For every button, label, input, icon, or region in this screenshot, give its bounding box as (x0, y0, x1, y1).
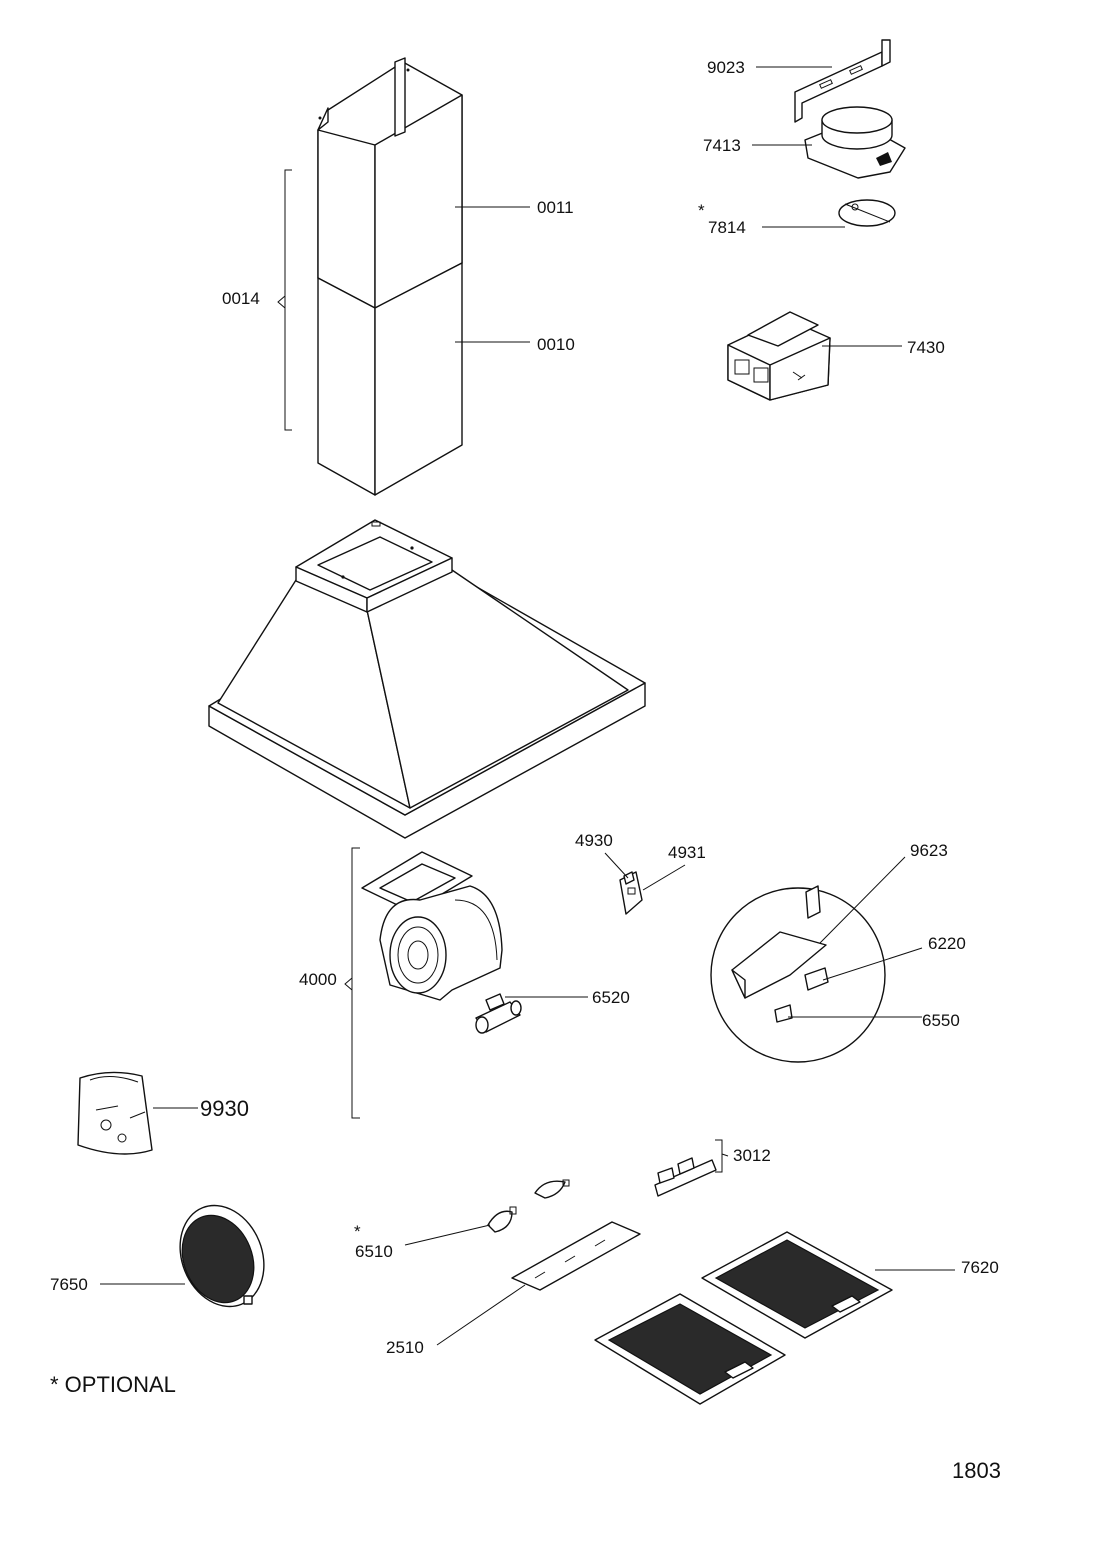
chimney-lower-section (317, 262, 463, 496)
label-7620: 7620 (961, 1258, 999, 1277)
label-7430: 7430 (907, 338, 945, 357)
lamp-bulbs-6510 (487, 1179, 570, 1233)
label-4931: 4931 (668, 843, 706, 862)
outlet-flange-7413 (804, 106, 906, 179)
lamp-holders-3012 (654, 1157, 717, 1197)
label-6510: 6510 (355, 1242, 393, 1261)
bracket-4000 (344, 847, 360, 1119)
grease-filter-second (594, 1293, 786, 1405)
label-4930: 4930 (575, 831, 613, 850)
backdraft-valve-7814 (838, 199, 896, 227)
bracket-3012 (715, 1139, 729, 1173)
electronics-detail-circle (710, 885, 886, 1063)
page-code: 1803 (952, 1458, 1001, 1483)
optional-note: * OPTIONAL (50, 1372, 176, 1397)
label-6520: 6520 (592, 988, 630, 1007)
label-7814: 7814 (708, 218, 746, 237)
label-7413: 7413 (703, 136, 741, 155)
hood-body (208, 519, 646, 839)
optional-marker-7814: * (698, 201, 705, 220)
accessory-bag-9930 (77, 1071, 153, 1155)
chimney-upper-section (317, 57, 463, 309)
label-0010: 0010 (537, 335, 575, 354)
label-0011: 0011 (537, 198, 574, 217)
bracket-0014 (277, 169, 292, 431)
label-9930: 9930 (200, 1096, 249, 1121)
charcoal-filter-7650 (179, 1204, 265, 1308)
label-0014: 0014 (222, 289, 260, 308)
label-7650: 7650 (50, 1275, 88, 1294)
label-4000: 4000 (299, 970, 337, 989)
label-3012: 3012 (733, 1146, 771, 1165)
label-2510: 2510 (386, 1338, 424, 1357)
leader-lines (100, 66, 955, 1346)
recirculation-kit-7430 (727, 311, 831, 401)
label-6220: 6220 (928, 934, 966, 953)
label-9023: 9023 (707, 58, 745, 77)
capacitor-6520 (475, 993, 522, 1034)
grease-filter-7620 (701, 1231, 893, 1339)
wall-bracket-9023 (794, 39, 891, 123)
label-9623: 9623 (910, 841, 948, 860)
switch-4930 (619, 871, 643, 915)
motor-blower-4000 (361, 851, 503, 1001)
optional-marker-6510: * (354, 1222, 361, 1241)
label-6550: 6550 (922, 1011, 960, 1030)
lamp-glass-2510 (511, 1221, 641, 1291)
